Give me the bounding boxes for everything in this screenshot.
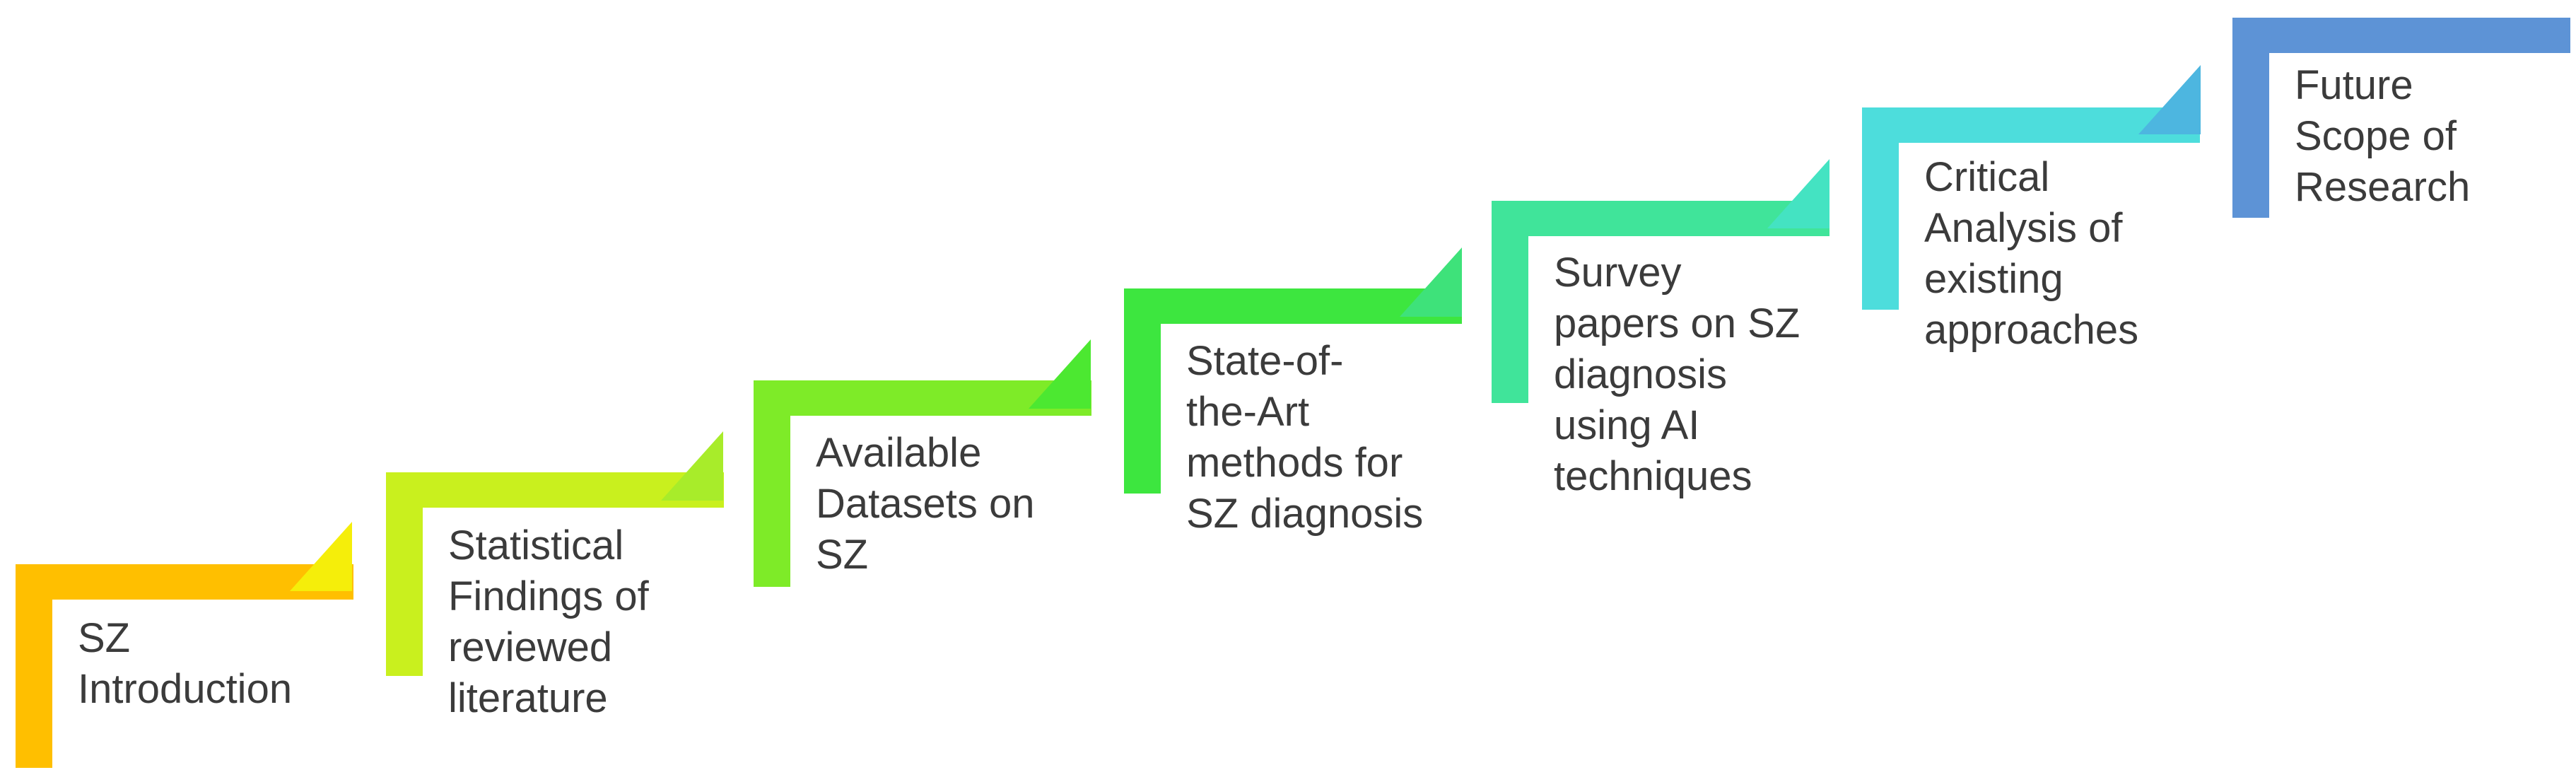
- step-label-line: State-of-: [1186, 338, 1344, 384]
- step-label-sz-introduction: SZ Introduction: [78, 613, 292, 715]
- step-4-shape: [1124, 247, 1462, 494]
- step-label-line: SZ: [816, 532, 869, 578]
- step-6-connector-triangle: [2138, 65, 2201, 134]
- step-label-line: Statistical: [448, 523, 624, 568]
- step-2-shape: [386, 431, 724, 676]
- step-label-line: approaches: [1924, 307, 2139, 353]
- step-label-line: reviewed: [448, 624, 613, 670]
- step-6-shape: [1862, 65, 2201, 310]
- step-label-line: Scope of: [2295, 113, 2457, 159]
- step-label-line: diagnosis: [1554, 351, 1728, 397]
- step-label-line: Introduction: [78, 666, 293, 712]
- step-label-line: using AI: [1554, 402, 1700, 448]
- step-4-connector-triangle: [1400, 247, 1462, 317]
- step-1-connector-triangle: [290, 522, 352, 591]
- step-2-connector-triangle: [661, 431, 723, 501]
- step-label-line: Datasets on: [816, 481, 1035, 527]
- step-label-line: methods for: [1186, 440, 1403, 486]
- step-7-bracket: [2232, 18, 2570, 218]
- step-label-line: SZ diagnosis: [1186, 491, 1424, 537]
- step-5-connector-triangle: [1767, 159, 1829, 228]
- step-label-line: Future: [2295, 62, 2413, 108]
- step-label-line: Analysis of: [1924, 205, 2123, 251]
- step-7-shape: [2232, 18, 2570, 218]
- step-5-shape: [1492, 159, 1829, 403]
- step-label-line: Findings of: [448, 573, 649, 619]
- step-label-line: the-Art: [1186, 389, 1310, 435]
- step-label-state-of-the-art: State-of-the-Art methods for SZ diagnosis: [1186, 336, 1423, 539]
- step-label-line: Research: [2295, 164, 2471, 210]
- step-label-line: SZ: [78, 615, 131, 661]
- step-label-line: Available: [816, 430, 982, 476]
- step-1-shape: [16, 522, 353, 768]
- step-3-connector-triangle: [1029, 339, 1091, 409]
- step-label-line: Survey: [1554, 250, 1682, 296]
- step-label-line: papers on SZ: [1554, 300, 1801, 346]
- step-label-line: literature: [448, 675, 608, 721]
- step-label-line: techniques: [1554, 453, 1752, 499]
- step-3-shape: [754, 339, 1091, 587]
- step-label-line: Critical: [1924, 154, 2050, 200]
- step-label-line: existing: [1924, 256, 2063, 302]
